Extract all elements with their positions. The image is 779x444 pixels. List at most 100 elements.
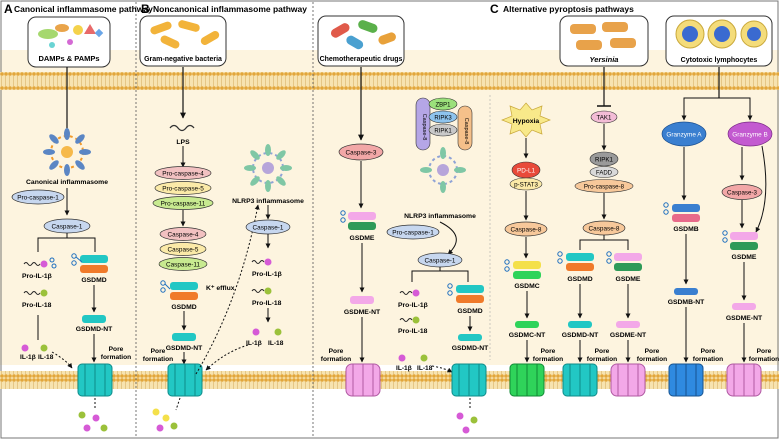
pore-a-1: Pore [109, 346, 124, 353]
pdl1: PD-L1 [511, 161, 541, 179]
canonical-inflammasome-icon [43, 128, 91, 176]
svg-text:GSDME: GSDME [732, 254, 757, 261]
fadd: FADD [589, 166, 619, 178]
ctl-label: Cytotoxic lymphocytes [681, 57, 758, 64]
svg-text:GSDME: GSDME [350, 235, 375, 242]
gram-negative-box: Gram-negative bacteria [139, 15, 227, 67]
pro-il18-a: Pro-IL-18 [22, 302, 52, 309]
gsdmd-nt-a: GSDMD-NT [76, 315, 113, 333]
panel-c-title: Alternative pyroptosis pathways [503, 4, 634, 14]
svg-text:Caspase-3: Caspase-3 [727, 190, 757, 197]
pore-b-1: Pore [151, 348, 166, 355]
pore-c5-1: Pore [701, 348, 716, 355]
il1b-c: IL-1β [396, 365, 412, 372]
pro-il1b-b: Pro-IL-1β [252, 271, 282, 278]
pro-caspase-4: Pro-caspase-4 [154, 166, 212, 180]
gsdmd-pore-a [77, 363, 113, 397]
gsdme-pore-chemo [345, 363, 381, 397]
gsdmd-nt-c: GSDMD-NT [452, 334, 489, 352]
svg-text:TAK1: TAK1 [596, 115, 612, 122]
cytoplasm-background [0, 50, 779, 365]
panel-b-letter: B [141, 2, 150, 16]
pore-c4-2: formation [637, 356, 667, 363]
il18-b: IL-18 [268, 340, 284, 347]
gsdme-nt-chemo: GSDME-NT [344, 296, 381, 316]
granzyme-b: Granzyme B [727, 121, 773, 147]
caspase-4: Caspase-4 [159, 227, 207, 241]
pore-c4-1: Pore [645, 348, 660, 355]
pore-c1-1: Pore [329, 348, 344, 355]
chemo-box: Chemotherapeutic drugs [317, 15, 405, 67]
svg-text:GSDMC: GSDMC [514, 283, 539, 290]
pore-c6-2: formation [749, 356, 779, 363]
svg-text:GSDMD: GSDMD [81, 277, 106, 284]
pro-il18-c: Pro-IL-18 [398, 328, 428, 335]
pore-c2-2: formation [533, 356, 563, 363]
pore-a-2: formation [101, 354, 131, 361]
svg-text:Granzyme A: Granzyme A [666, 132, 702, 139]
p-stat3: p-STAT3 [509, 177, 543, 191]
pro-caspase-5: Pro-caspase-5 [154, 181, 212, 195]
svg-text:Pro-caspase-8: Pro-caspase-8 [584, 184, 625, 191]
gsdmd-pore-c [451, 363, 487, 397]
svg-text:Pro-caspase-4: Pro-caspase-4 [162, 171, 204, 178]
gsdmd-b: GSDMD [170, 282, 198, 311]
svg-text:Granzyme B: Granzyme B [732, 132, 768, 139]
ctl-box: Cytotoxic lymphocytes [665, 15, 773, 67]
caspase-8-hypoxia: Caspase-8 [504, 221, 548, 237]
panel-a-letter: A [4, 2, 13, 16]
caspase-3-ctl: Caspase-3 [721, 184, 763, 200]
svg-text:Caspase-4: Caspase-4 [168, 232, 199, 239]
svg-text:GSDME: GSDME [616, 276, 641, 283]
panel-c-letter: C [490, 2, 499, 16]
gsdmc-pore [509, 363, 545, 397]
nlrp3-c-label: NLRP3 inflammasome [404, 213, 476, 220]
gsdmb: GSDMB [672, 204, 700, 233]
svg-text:Pro-caspase-1: Pro-caspase-1 [17, 195, 59, 202]
bottom-membrane [0, 371, 779, 389]
top-membrane [0, 72, 779, 90]
pro-il18-b: Pro-IL-18 [252, 300, 282, 307]
pro-caspase-1-c: Pro-caspase-1 [386, 224, 440, 240]
svg-text:Pro-caspase-1: Pro-caspase-1 [392, 230, 434, 237]
canonical-inflammasome-label: Canonical inflammasome [26, 179, 108, 186]
pore-c1-2: formation [321, 356, 351, 363]
k-efflux-label: K⁺ efflux [206, 285, 235, 292]
granzyme-a: Granzyme A [661, 121, 707, 147]
svg-text:Caspase-11: Caspase-11 [166, 262, 200, 269]
damps-box: DAMPs & PAMPs [27, 16, 111, 68]
svg-text:GSDME-NT: GSDME-NT [610, 332, 647, 339]
gsdmd-nt-b: GSDMD-NT [166, 333, 203, 352]
svg-text:FADD: FADD [596, 171, 613, 177]
pore-c2-1: Pore [541, 348, 556, 355]
svg-text:Caspase-8: Caspase-8 [511, 227, 542, 234]
svg-text:GSDMB: GSDMB [673, 226, 698, 233]
svg-text:ZBP1: ZBP1 [435, 103, 451, 109]
gsdmd-pore-yersinia [562, 363, 598, 397]
il1b-a: IL-1β [20, 354, 36, 361]
gsdmd-a: GSDMD [80, 255, 108, 284]
svg-text:GSDMD: GSDMD [457, 308, 482, 315]
lps-icon [169, 124, 195, 132]
gsdmd-yersinia: GSDMD [566, 253, 594, 283]
gsdmb-nt: GSDMB-NT [668, 288, 705, 306]
yersinia-box: Yersinia [559, 15, 649, 67]
pore-c3-2: formation [587, 356, 617, 363]
chemo-label: Chemotherapeutic drugs [320, 56, 403, 63]
panel-a-title: Canonical inflammasome pathway [14, 4, 153, 14]
svg-text:Caspase-1: Caspase-1 [425, 258, 456, 265]
gsdmd-nt-yersinia: GSDMD-NT [562, 321, 599, 339]
svg-text:Hypoxia: Hypoxia [513, 118, 540, 125]
svg-text:PD-L1: PD-L1 [517, 168, 536, 175]
nlrp3-inflammasome-c-icon [420, 147, 466, 193]
gsdmb-pore [668, 363, 704, 397]
svg-text:Caspase-8: Caspase-8 [421, 114, 427, 141]
panel-b-title: Noncanonical inflammasome pathway [153, 4, 307, 14]
gsdmd-pore-b [167, 363, 203, 397]
zbp1-complex: Caspase-8 ZBP1 RIPK3 RIPK1 Caspase-8 [415, 97, 473, 151]
lps-label: LPS [176, 139, 190, 146]
caspase-1-a: Caspase-1 [43, 218, 91, 234]
ripk1-yersinia: RIPK1 [589, 151, 619, 167]
gsdme-yersinia: GSDME [614, 253, 642, 283]
